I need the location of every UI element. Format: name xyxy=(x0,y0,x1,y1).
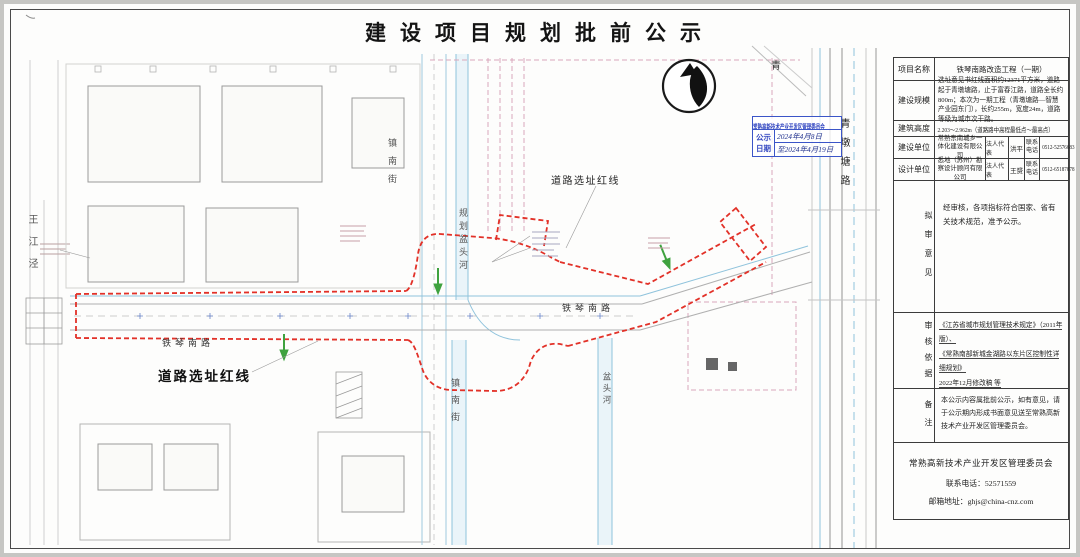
note-label: 备注 xyxy=(894,389,935,442)
road-selection-redline xyxy=(75,206,768,392)
scale-label: 建设规模 xyxy=(894,81,935,120)
stamp-agency: 常熟高新技术产业开发区管理委员会 xyxy=(753,117,841,130)
left-parcel-lines xyxy=(29,60,59,545)
height-value: 2.203～2.962m（道路路中高程最低点～最高点） xyxy=(937,126,1054,134)
row-note: 备注 本公示内容属批前公示，如有意见，请于公示期内形成书面意见送至常熟高新技术产… xyxy=(894,389,1068,443)
project-name-label: 项目名称 xyxy=(894,58,935,80)
micro-annotation-left xyxy=(40,243,70,255)
label-redline-lower: 道路选址红线 xyxy=(158,369,251,384)
stamp-date-label: 公示日期 xyxy=(753,130,775,156)
designer-company: 悉地（苏州）勘察设计顾问有限公司 xyxy=(935,157,986,181)
parcel-boundary-nw xyxy=(65,63,421,289)
designer-tel: 0512-65187878 xyxy=(1042,166,1075,173)
stamp-date-to: 至2024年4月19日 xyxy=(777,145,834,154)
row-project-name: 项目名称 铁琴南路改造工程（一期） xyxy=(894,58,1068,81)
label-qing: 青 xyxy=(771,61,781,72)
row-builder: 建设单位 常熟东南城乡一体化建设有限公司 法人代表 洪平 联系电话 0512-5… xyxy=(894,135,1075,159)
pentou-river-lines xyxy=(597,338,613,545)
label-pentou-river: 盆头河 xyxy=(602,372,612,407)
planned-pentou-river-lines xyxy=(451,54,521,545)
left-survey-box xyxy=(25,297,63,345)
green-arrows xyxy=(279,244,671,362)
label-zhennan-street-north: 镇南街 xyxy=(387,138,397,192)
small-structures-east xyxy=(706,358,737,371)
builder-rep-label: 法人代表 xyxy=(986,137,1009,158)
opinion-value: 经审核，各项指标符合国家、省有关技术规范，准予公示。 xyxy=(943,203,1056,227)
designer-rep-label: 法人代表 xyxy=(986,159,1009,180)
label-planned-pentou-river: 规划盆头河 xyxy=(458,208,468,273)
row-scale: 建设规模 选址意见书红线面积约12371平方米，道路起于青墩塘路，止于富春江路，… xyxy=(894,77,1068,123)
label-wangjiangjing: 王江泾 xyxy=(26,214,37,280)
planning-dashed-lines xyxy=(430,58,800,391)
height-label: 建筑高度 xyxy=(894,121,935,136)
label-redline-upper: 道路选址红线 xyxy=(551,176,620,187)
footer-email: 邮箱地址：ghjs@china-cnz.com xyxy=(928,497,1034,506)
stamp-date-from: 2024年4月8日 xyxy=(775,130,841,143)
hatched-structure xyxy=(335,371,363,419)
builder-rep: 洪平 xyxy=(1009,137,1025,158)
buildings-southwest xyxy=(79,423,431,543)
designer-rep: 王赟 xyxy=(1009,159,1025,180)
top-band-marks xyxy=(94,65,397,73)
micro-annotations xyxy=(340,225,670,249)
basis-value: 《江苏省城市规划管理技术规定》（2011年版）、 《常熟南部新城金湖路以东片区控… xyxy=(939,322,1063,388)
project-name-value: 铁琴南路改造工程（一期） xyxy=(956,64,1047,74)
basis-label: 审核依据 xyxy=(894,313,935,388)
row-height: 建筑高度 2.203～2.962m（道路路中高程最低点～最高点） xyxy=(894,121,1068,137)
label-qingdun-tang-road: 青墩塘路 xyxy=(838,118,849,194)
designer-label: 设计单位 xyxy=(894,159,935,180)
approval-info-table: 项目名称 铁琴南路改造工程（一期） 建设规模 选址意见书红线面积约12371平方… xyxy=(893,57,1075,520)
opinion-label: 拟审意见 xyxy=(894,181,935,312)
qingdun-tang-road-lines xyxy=(751,45,880,548)
notice-date-stamp: 常熟高新技术产业开发区管理委员会 公示日期 2024年4月8日 至2024年4月… xyxy=(752,116,842,157)
row-basis: 审核依据 《江苏省城市规划管理技术规定》（2011年版）、 《常熟南部新城金湖路… xyxy=(894,313,1068,389)
builder-tel-label: 联系电话 xyxy=(1025,137,1040,158)
micro-annotations-blue xyxy=(532,231,560,257)
footer-org: 常熟高新技术产业开发区管理委员会 xyxy=(908,458,1053,468)
label-tieqin-road-left: 铁琴南路 xyxy=(162,338,215,348)
row-designer: 设计单位 悉地（苏州）勘察设计顾问有限公司 法人代表 王赟 联系电话 0512-… xyxy=(894,157,1075,181)
label-zhennan-street-south: 镇南街 xyxy=(450,378,460,429)
row-footer: 常熟高新技术产业开发区管理委员会 联系电话：52571559 邮箱地址：ghjs… xyxy=(894,443,1068,519)
builder-label: 建设单位 xyxy=(894,137,935,158)
builder-company: 常熟东南城乡一体化建设有限公司 xyxy=(935,135,986,159)
page-title: 建设项目规划批前公示 xyxy=(365,22,715,45)
row-opinion: 拟审意见 经审核，各项指标符合国家、省有关技术规范，准予公示。 xyxy=(894,181,1068,313)
builder-tel: 0512-52576683 xyxy=(1042,144,1075,151)
footer-tel: 联系电话：52571559 xyxy=(945,479,1017,488)
label-tieqin-road-right: 铁琴南路 xyxy=(562,303,615,313)
note-value: 本公示内容属批前公示，如有意见，请于公示期内形成书面意见送至常熟高新技术产业开发… xyxy=(941,396,1060,430)
chainage-ticks xyxy=(137,313,603,319)
buildings-northwest xyxy=(87,85,405,283)
zhennan-street-road xyxy=(421,54,447,545)
north-arrow-icon xyxy=(661,58,717,114)
designer-tel-label: 联系电话 xyxy=(1025,159,1040,180)
scale-value: 选址意见书红线面积约12371平方米，道路起于青墩塘路，止于富春江路，道路全长约… xyxy=(938,76,1064,124)
leader-lines xyxy=(59,185,597,373)
